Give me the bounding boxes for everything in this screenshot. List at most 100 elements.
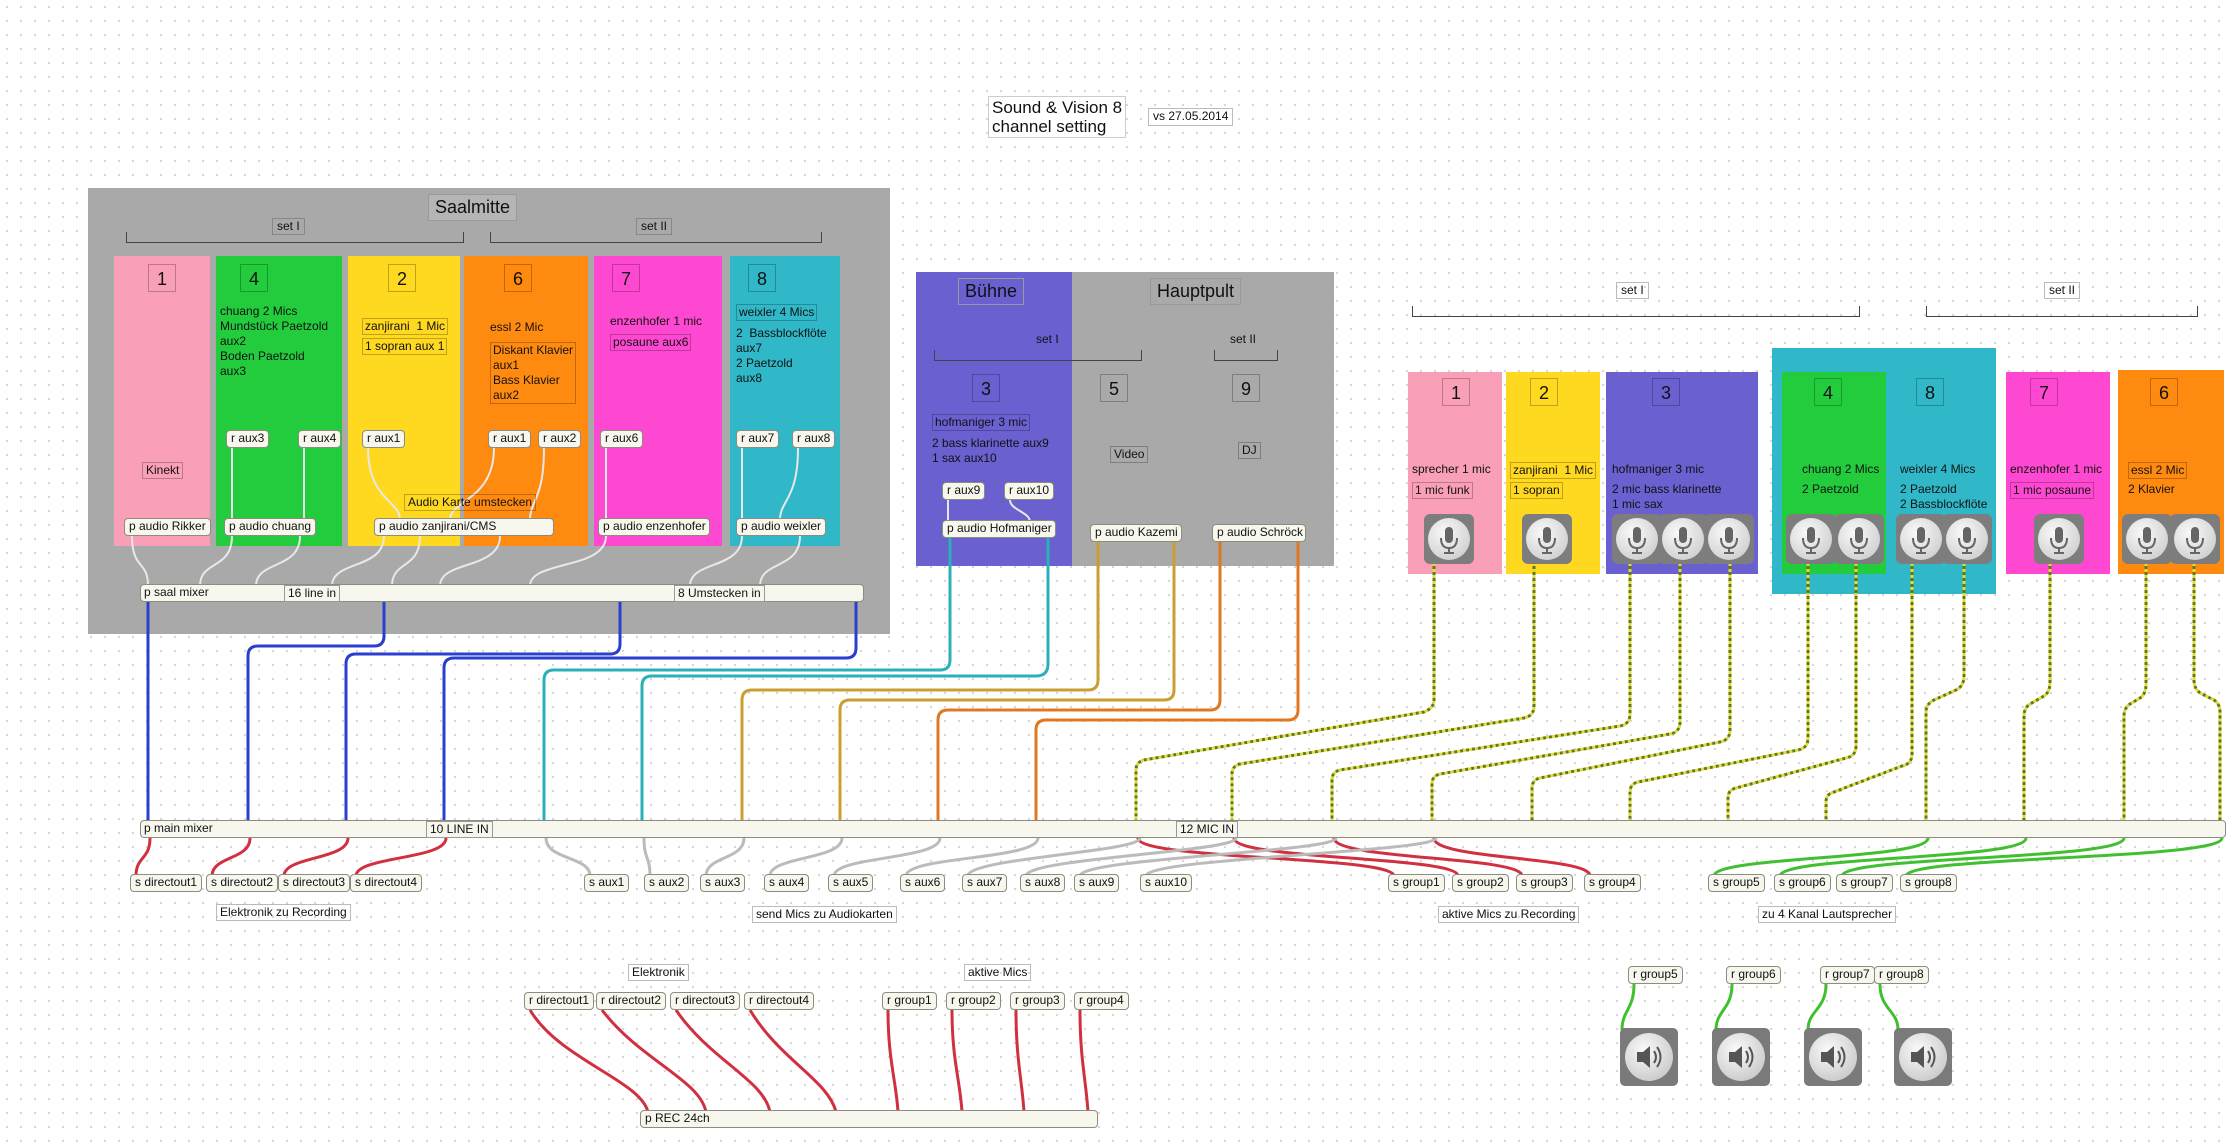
- receive-directout3[interactable]: r directout3: [670, 992, 741, 1010]
- microphone-icon[interactable]: [1942, 514, 1992, 564]
- microphone-icon[interactable]: [2122, 514, 2172, 564]
- speaker-icon[interactable]: [1712, 1028, 1770, 1086]
- channel-number: 5: [1100, 374, 1128, 402]
- send-aux8[interactable]: s aux8: [1020, 874, 1066, 892]
- receive-aux1[interactable]: r aux1: [488, 430, 532, 448]
- channel-number: 7: [2030, 378, 2058, 406]
- microphone-icon[interactable]: [2170, 514, 2220, 564]
- patch-cord: [1232, 837, 1460, 877]
- patch-cord: [1904, 836, 2224, 878]
- channel-number: 8: [748, 264, 776, 292]
- receive-directout2[interactable]: r directout2: [596, 992, 667, 1010]
- line-in-10-label: 10 LINE IN: [426, 821, 493, 838]
- send-group6[interactable]: s group6: [1774, 874, 1831, 892]
- audio-chuang-object[interactable]: p audio chuang: [224, 518, 316, 536]
- send-aux4[interactable]: s aux4: [764, 874, 810, 892]
- send-aux10[interactable]: s aux10: [1140, 874, 1193, 892]
- send-group7[interactable]: s group7: [1836, 874, 1893, 892]
- hauptpult-set2-label: set II: [1230, 332, 1257, 346]
- hauptpult-title: Hauptpult: [1150, 278, 1242, 305]
- patch-cord: [600, 1009, 708, 1113]
- receive-aux2[interactable]: r aux2: [538, 430, 582, 448]
- speaker-icon[interactable]: [1620, 1028, 1678, 1086]
- send-group8[interactable]: s group8: [1900, 874, 1957, 892]
- receive-group2[interactable]: r group2: [946, 992, 1001, 1010]
- speaker-icon[interactable]: [1894, 1028, 1952, 1086]
- send-aux3[interactable]: s aux3: [700, 874, 746, 892]
- receive-aux10[interactable]: r aux10: [1004, 482, 1055, 500]
- audio-hofmaniger-object[interactable]: p audio Hofmaniger: [942, 520, 1056, 538]
- audio-kazemi-object[interactable]: p audio Kazemi: [1090, 524, 1182, 542]
- send-group5[interactable]: s group5: [1708, 874, 1765, 892]
- receive-aux1[interactable]: r aux1: [362, 430, 406, 448]
- receive-group1[interactable]: r group1: [882, 992, 937, 1010]
- receive-group6[interactable]: r group6: [1726, 966, 1781, 984]
- patch-cord: [1714, 983, 1734, 1031]
- rec-24ch-object[interactable]: p REC 24ch: [640, 1110, 1098, 1128]
- receive-group8[interactable]: r group8: [1874, 966, 1929, 984]
- send-group2[interactable]: s group2: [1452, 874, 1509, 892]
- patch-cord: [1620, 983, 1636, 1031]
- send-group4[interactable]: s group4: [1584, 874, 1641, 892]
- receive-directout4[interactable]: r directout4: [744, 992, 815, 1010]
- receive-group7[interactable]: r group7: [1820, 966, 1875, 984]
- channel-desc: weixler 4 Mics: [736, 304, 818, 321]
- send-directout2[interactable]: s directout2: [206, 874, 279, 892]
- send-group1[interactable]: s group1: [1388, 874, 1445, 892]
- receive-aux4[interactable]: r aux4: [298, 430, 342, 448]
- receive-group4[interactable]: r group4: [1074, 992, 1129, 1010]
- microphone-icon[interactable]: [1612, 514, 1662, 564]
- send-aux9[interactable]: s aux9: [1074, 874, 1120, 892]
- microphone-icon[interactable]: [2034, 514, 2084, 564]
- patch-cord: [1712, 837, 1930, 877]
- microphone-icon[interactable]: [1834, 514, 1884, 564]
- elektronik-comment: Elektronik: [628, 964, 689, 981]
- aktive-recording-comment: aktive Mics zu Recording: [1438, 906, 1580, 923]
- saalmitte-title: Saalmitte: [428, 194, 518, 221]
- send-aux6[interactable]: s aux6: [900, 874, 946, 892]
- patch-cord: [748, 1009, 838, 1113]
- send-directout4[interactable]: s directout4: [350, 874, 423, 892]
- mic-desc-2: 2 Klavier: [2128, 482, 2175, 496]
- microphone-icon[interactable]: [1704, 514, 1754, 564]
- patch-cord: [1144, 836, 1438, 878]
- receive-aux9[interactable]: r aux9: [942, 482, 986, 500]
- patch-cord: [1078, 836, 1338, 878]
- microphone-icon[interactable]: [1522, 514, 1572, 564]
- mic-desc: essl 2 Mic: [2128, 462, 2188, 479]
- hauptpult-set2-bracket: [1214, 350, 1278, 361]
- send-aux1[interactable]: s aux1: [584, 874, 630, 892]
- microphone-icon[interactable]: [1786, 514, 1836, 564]
- microphone-icon[interactable]: [1424, 514, 1474, 564]
- send-aux5[interactable]: s aux5: [828, 874, 874, 892]
- audio-weixler-object[interactable]: p audio weixler: [736, 518, 826, 536]
- receive-aux3[interactable]: r aux3: [226, 430, 270, 448]
- mic-cable: [2122, 560, 2148, 830]
- mic-cable: [2022, 560, 2052, 830]
- receive-group5[interactable]: r group5: [1628, 966, 1683, 984]
- receive-directout1[interactable]: r directout1: [524, 992, 595, 1010]
- channel-desc-2: Diskant Klavier aux1 Bass Klavier aux2: [490, 342, 577, 404]
- microphone-icon[interactable]: [1896, 514, 1946, 564]
- patch-cord: [246, 602, 386, 830]
- send-group3[interactable]: s group3: [1516, 874, 1573, 892]
- patch-title: Sound & Vision 8 channel setting: [988, 96, 1127, 138]
- send-directout1[interactable]: s directout1: [130, 874, 203, 892]
- speaker-icon[interactable]: [1804, 1028, 1862, 1086]
- receive-aux8[interactable]: r aux8: [792, 430, 836, 448]
- channel-desc: zanjirani 1 Mic: [362, 318, 449, 335]
- audio-rikker-object[interactable]: p audio Rikker: [124, 518, 211, 536]
- channel-number: 2: [388, 264, 416, 292]
- audio-enzenhofer-object[interactable]: p audio enzenhofer: [598, 518, 710, 536]
- microphone-icon[interactable]: [1658, 514, 1708, 564]
- send-directout3[interactable]: s directout3: [278, 874, 351, 892]
- receive-aux6[interactable]: r aux6: [600, 430, 644, 448]
- send-aux2[interactable]: s aux2: [644, 874, 690, 892]
- receive-group3[interactable]: r group3: [1010, 992, 1065, 1010]
- send-aux7[interactable]: s aux7: [962, 874, 1008, 892]
- audio-zanjirani-object[interactable]: p audio zanjirani/CMS: [374, 518, 554, 536]
- audio-schroeck-object[interactable]: p audio Schröck: [1212, 524, 1306, 542]
- receive-aux7[interactable]: r aux7: [736, 430, 780, 448]
- mic-cable: [1924, 560, 1966, 830]
